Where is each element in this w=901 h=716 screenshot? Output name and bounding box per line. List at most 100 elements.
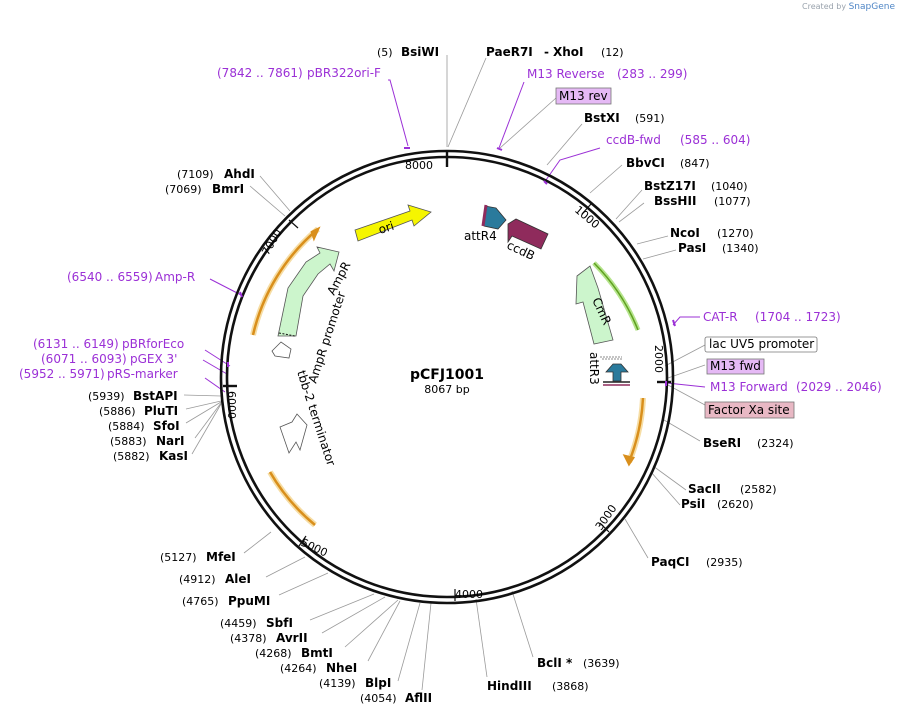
site-alei: AleI xyxy=(225,572,251,586)
site-pos: (5886) xyxy=(99,405,136,418)
tick-6000: 6000 xyxy=(225,391,238,419)
feature-attR3: attR3 xyxy=(587,352,630,386)
site-bstxi: BstXI xyxy=(584,111,620,125)
site-bmri: BmrI xyxy=(212,182,244,196)
site-ncoi: NcoI xyxy=(670,226,700,240)
site-nhei: NheI xyxy=(326,661,357,675)
site-kasi: KasI xyxy=(159,449,188,463)
AmpR-promoter-label: AmpR promoter xyxy=(306,290,349,385)
site-pos: (3639) xyxy=(583,657,620,670)
site-pos: (5127) xyxy=(160,551,197,564)
feature-AmpR-promoter: AmpR promoter xyxy=(271,290,349,385)
site-paqci: PaqCI xyxy=(651,555,689,569)
site-pos: (4139) xyxy=(319,677,356,690)
site-bsshii: BssHII xyxy=(654,194,696,208)
site-pos: (7069) xyxy=(165,183,202,196)
primer-pbrforeco: pBRforEco xyxy=(122,337,184,351)
site-pos: (4268) xyxy=(255,647,292,660)
site-pos: (1040) xyxy=(711,180,748,193)
site-labels-left[interactable]: (4054) AflII (4139) BlpI (4264) NheI (42… xyxy=(88,167,432,705)
site-labels-right[interactable]: (5) BsiWI PaeR7I - XhoI (12) BstXI (591)… xyxy=(377,45,794,693)
primer-range: (585 .. 604) xyxy=(680,133,750,147)
primer-range: (2029 .. 2046) xyxy=(796,380,882,394)
ori-label: ori xyxy=(377,219,396,237)
site-pos: (7109) xyxy=(177,168,214,181)
snapgene-logo: SnapGene xyxy=(848,2,895,12)
primer-cat-r: CAT-R xyxy=(703,310,738,324)
tick-8000: 8000 xyxy=(405,159,433,172)
site-pos: (4459) xyxy=(220,617,257,630)
tick-4000: 4000 xyxy=(455,588,483,601)
site-aflii: AflII xyxy=(405,691,432,705)
primer-m13-forward: M13 Forward xyxy=(710,380,788,394)
primer-range: (1704 .. 1723) xyxy=(755,310,841,324)
site-pos: (847) xyxy=(680,157,710,170)
orf-arcs xyxy=(250,226,646,528)
site-pos: (1077) xyxy=(714,195,751,208)
boxed-factor-xa[interactable]: Factor Xa site xyxy=(704,401,795,419)
site-nari: NarI xyxy=(156,434,185,448)
site-ppumi: PpuMI xyxy=(228,594,270,608)
primer-m13-reverse: M13 Reverse xyxy=(527,67,605,81)
site-ahdi: AhdI xyxy=(224,167,255,181)
site-pos: (5) xyxy=(377,46,393,59)
site-pos: (4765) xyxy=(182,595,219,608)
tick-2000: 2000 xyxy=(652,345,665,373)
site-pos: (4912) xyxy=(179,573,216,586)
feature-ori: ori xyxy=(354,204,432,242)
primer-range: (6540 .. 6559) xyxy=(67,270,153,284)
site-leader-lines xyxy=(183,55,701,691)
plasmid-length: 8067 bp xyxy=(424,383,469,396)
site-pos: (3868) xyxy=(552,680,589,693)
site-pos: (5939) xyxy=(88,390,125,403)
primer-pbr322ori-f: pBR322ori-F xyxy=(307,66,381,80)
feature-tbb2-terminator: tbb-2 terminator xyxy=(279,369,338,468)
site-bstapi: BstAPI xyxy=(133,389,178,403)
site-bseri: BseRI xyxy=(703,436,741,450)
tick-7000: 7000 xyxy=(259,227,284,258)
snapgene-credit: Created by SnapGene xyxy=(802,2,895,12)
attR4-label: attR4 xyxy=(464,229,497,243)
boxed-lac-uv5-promoter[interactable]: lac UV5 promoter xyxy=(704,336,818,353)
primer-range: (7842 .. 7861) xyxy=(217,66,303,80)
site-hindiii: HindIII xyxy=(487,679,532,693)
lac-uv5-label: lac UV5 promoter xyxy=(709,337,814,351)
site-pluti: PluTI xyxy=(144,404,178,418)
site-pos: (591) xyxy=(635,112,665,125)
site-psii: PsiI xyxy=(681,497,705,511)
primer-marks xyxy=(227,147,676,386)
site-avrii: AvrII xyxy=(276,631,308,645)
site-pasi: PasI xyxy=(678,241,706,255)
site-bstz17i: BstZ17I xyxy=(644,179,696,193)
site-pos: (1270) xyxy=(717,227,754,240)
primer-pgex-3: pGEX 3' xyxy=(130,352,177,366)
tick-5000: 5000 xyxy=(299,536,330,560)
primer-labels[interactable]: (7842 .. 7861) pBR322ori-F M13 Reverse (… xyxy=(19,66,882,394)
boxed-m13-rev[interactable]: M13 rev xyxy=(555,87,612,105)
feature-CmR: CmR xyxy=(575,265,614,345)
site-pos: (4054) xyxy=(360,692,397,705)
feature-attR4: attR4 xyxy=(464,204,507,243)
primer-prs-marker: pRS-marker xyxy=(107,367,178,381)
site-pos: (1340) xyxy=(722,242,759,255)
boxed-m13-fwd[interactable]: M13 fwd xyxy=(706,358,765,375)
attR3-label: attR3 xyxy=(587,352,601,385)
site-paer7i: PaeR7I xyxy=(486,45,533,59)
site-pos: (4378) xyxy=(230,632,267,645)
factor-xa-label: Factor Xa site xyxy=(708,403,790,417)
primer-range: (283 .. 299) xyxy=(617,67,687,81)
site-pos: (4264) xyxy=(280,662,317,675)
site-bcli: BclI * xyxy=(537,656,573,670)
site-pos: (5884) xyxy=(108,420,145,433)
feature-ccdB: ccdB xyxy=(505,218,549,263)
cmr-line xyxy=(592,261,641,331)
primer-range: (5952 .. 5971) xyxy=(19,367,105,381)
plasmid-name: pCFJ1001 xyxy=(410,367,484,383)
site-pos: (12) xyxy=(601,46,624,59)
site-pos: (2620) xyxy=(717,498,754,511)
site-xhoi: XhoI xyxy=(553,45,584,59)
site-bsiwi: BsiWI xyxy=(401,45,439,59)
site-sfoi: SfoI xyxy=(153,419,180,433)
m13-rev-label: M13 rev xyxy=(559,89,608,103)
